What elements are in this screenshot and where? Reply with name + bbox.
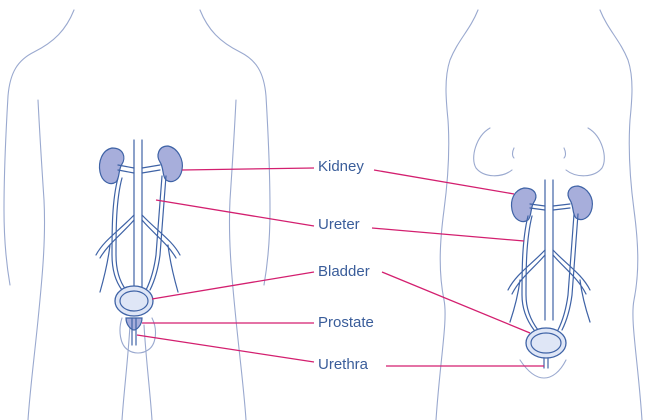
kidney-leader-male <box>182 168 314 170</box>
kidney-leader-female <box>374 170 514 194</box>
male-aorta <box>134 140 142 290</box>
female-pelvis-outline <box>520 360 566 378</box>
ureter-leader-female <box>372 228 524 241</box>
ureter-label: Ureter <box>318 216 360 234</box>
bladder-leader-female <box>382 272 530 333</box>
female-right-kidney <box>568 186 592 220</box>
female-iliac-vessels <box>508 250 590 322</box>
bladder-label: Bladder <box>318 263 370 281</box>
urethra-label: Urethra <box>318 356 368 374</box>
prostate-label: Prostate <box>318 314 374 332</box>
female-left-ureter <box>522 216 538 330</box>
female-renal-vessels <box>530 204 570 210</box>
male-figure <box>4 10 270 420</box>
female-breast-right <box>566 128 604 176</box>
female-right-ureter <box>558 214 578 330</box>
male-prostate <box>126 318 142 330</box>
ureter-leader-male <box>156 200 314 226</box>
female-urethra <box>544 358 548 368</box>
male-iliac-vessels <box>96 215 180 292</box>
male-right-ureter <box>146 176 166 290</box>
female-figure <box>436 10 642 420</box>
female-body-outline <box>436 10 642 420</box>
male-body-outline <box>4 10 270 420</box>
male-renal-vessels <box>118 165 160 173</box>
female-aorta <box>545 180 553 320</box>
urethra-leader-male <box>137 335 314 362</box>
female-breast-left <box>474 128 512 176</box>
kidney-label: Kidney <box>318 158 364 176</box>
female-nipples <box>513 148 566 158</box>
